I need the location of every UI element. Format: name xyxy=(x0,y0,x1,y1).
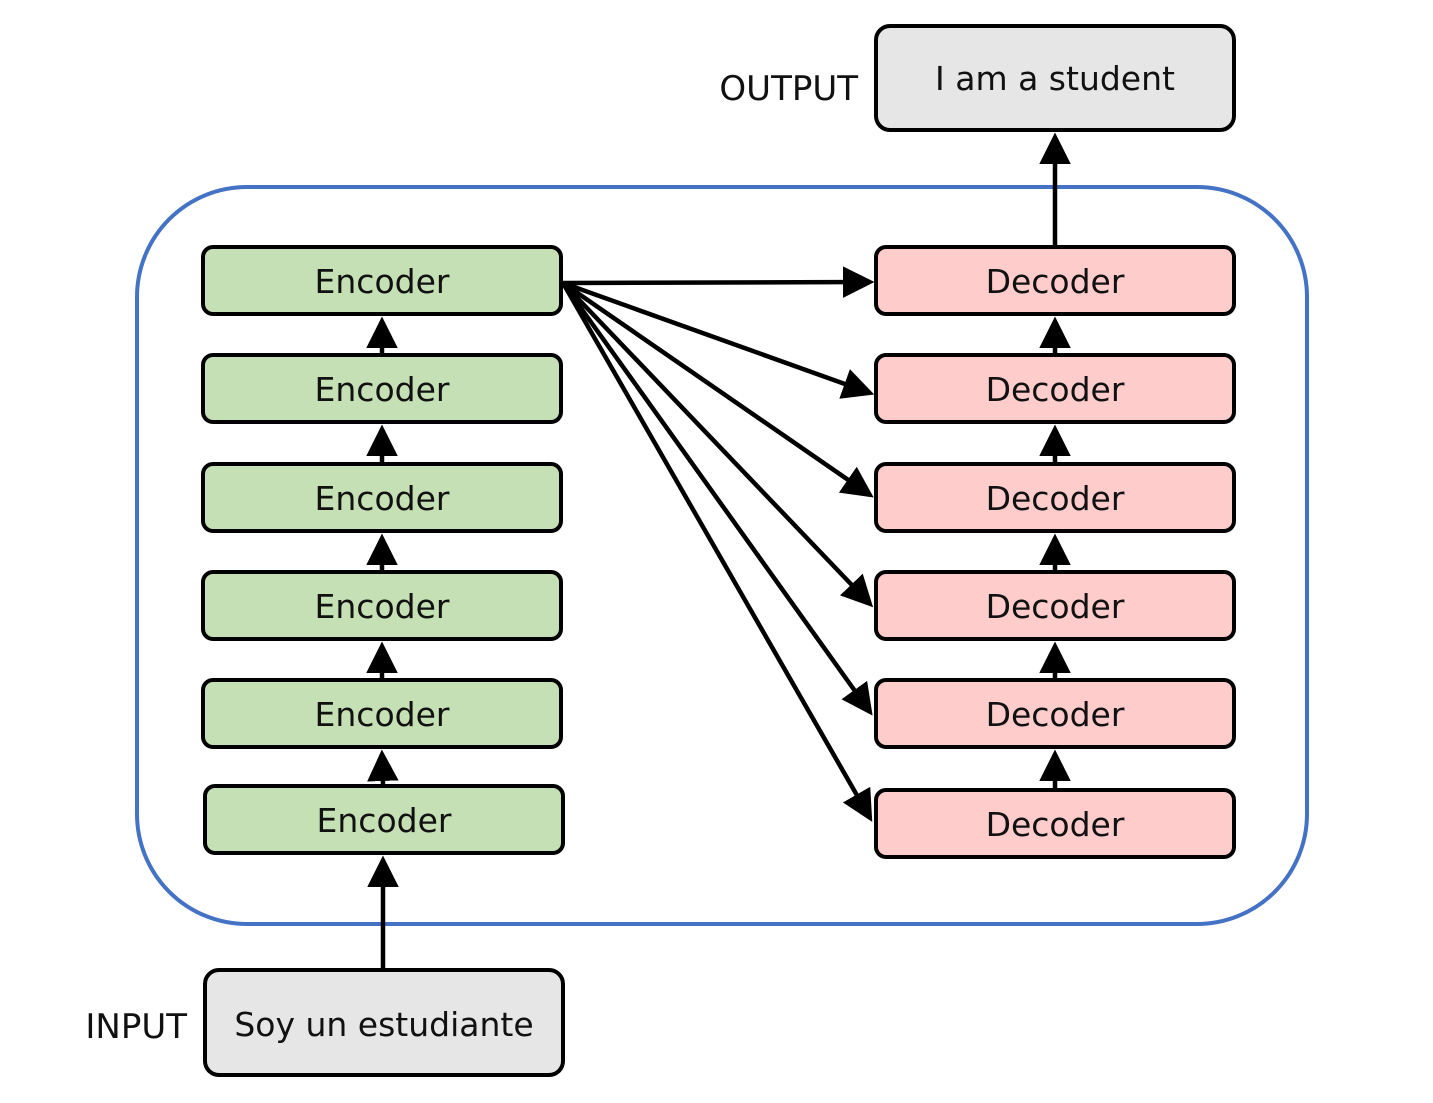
connection-arrows xyxy=(366,132,1071,968)
encoder-label: Encoder xyxy=(315,587,450,626)
encoder-to-decoder-arrow xyxy=(561,281,873,822)
encoder-block: Encoder xyxy=(203,784,565,855)
encoder-label: Encoder xyxy=(315,479,450,518)
decoder-block: Decoder xyxy=(874,788,1236,859)
output-box: I am a student xyxy=(874,24,1236,132)
decoder-block: Decoder xyxy=(874,462,1236,533)
encoder-label: Encoder xyxy=(317,801,452,840)
decoder-block: Decoder xyxy=(874,245,1236,316)
encoder-label: Encoder xyxy=(315,262,450,301)
encoder-to-decoder-arrow xyxy=(562,266,875,298)
encoder-to-decoder-arrow xyxy=(561,281,873,716)
decoder-stack: Decoder Decoder Decoder Decoder Decoder … xyxy=(874,245,1236,859)
encoder-to-decoder-arrow xyxy=(562,280,875,399)
decoder-label: Decoder xyxy=(986,370,1125,409)
encoder-up-arrow xyxy=(367,749,399,785)
decoder-label: Decoder xyxy=(986,479,1125,518)
encoder-block: Encoder xyxy=(201,245,563,316)
output-text: I am a student xyxy=(935,59,1175,98)
encoder-block: Encoder xyxy=(201,353,563,424)
encoder-block: Encoder xyxy=(201,570,563,641)
encoder-stack: Encoder Encoder Encoder Encoder Encoder … xyxy=(201,245,565,855)
encoder-block: Encoder xyxy=(201,678,563,749)
encoder-to-decoder-arrow xyxy=(561,281,874,498)
decoder-block: Decoder xyxy=(874,353,1236,424)
output-label: OUTPUT xyxy=(719,69,858,109)
decoder-label: Decoder xyxy=(986,587,1125,626)
input-label: INPUT xyxy=(85,1007,187,1047)
decoder-block: Decoder xyxy=(874,678,1236,749)
encoder-block: Encoder xyxy=(201,462,563,533)
input-text: Soy un estudiante xyxy=(234,1005,533,1044)
encoder-label: Encoder xyxy=(315,370,450,409)
decoder-label: Decoder xyxy=(986,695,1125,734)
model-container xyxy=(135,185,1309,926)
encoder-label: Encoder xyxy=(315,695,450,734)
decoder-label: Decoder xyxy=(986,262,1125,301)
decoder-block: Decoder xyxy=(874,570,1236,641)
decoder-label: Decoder xyxy=(986,805,1125,844)
encoder-to-decoder-arrow xyxy=(561,281,874,608)
input-box: Soy un estudiante xyxy=(203,968,565,1077)
